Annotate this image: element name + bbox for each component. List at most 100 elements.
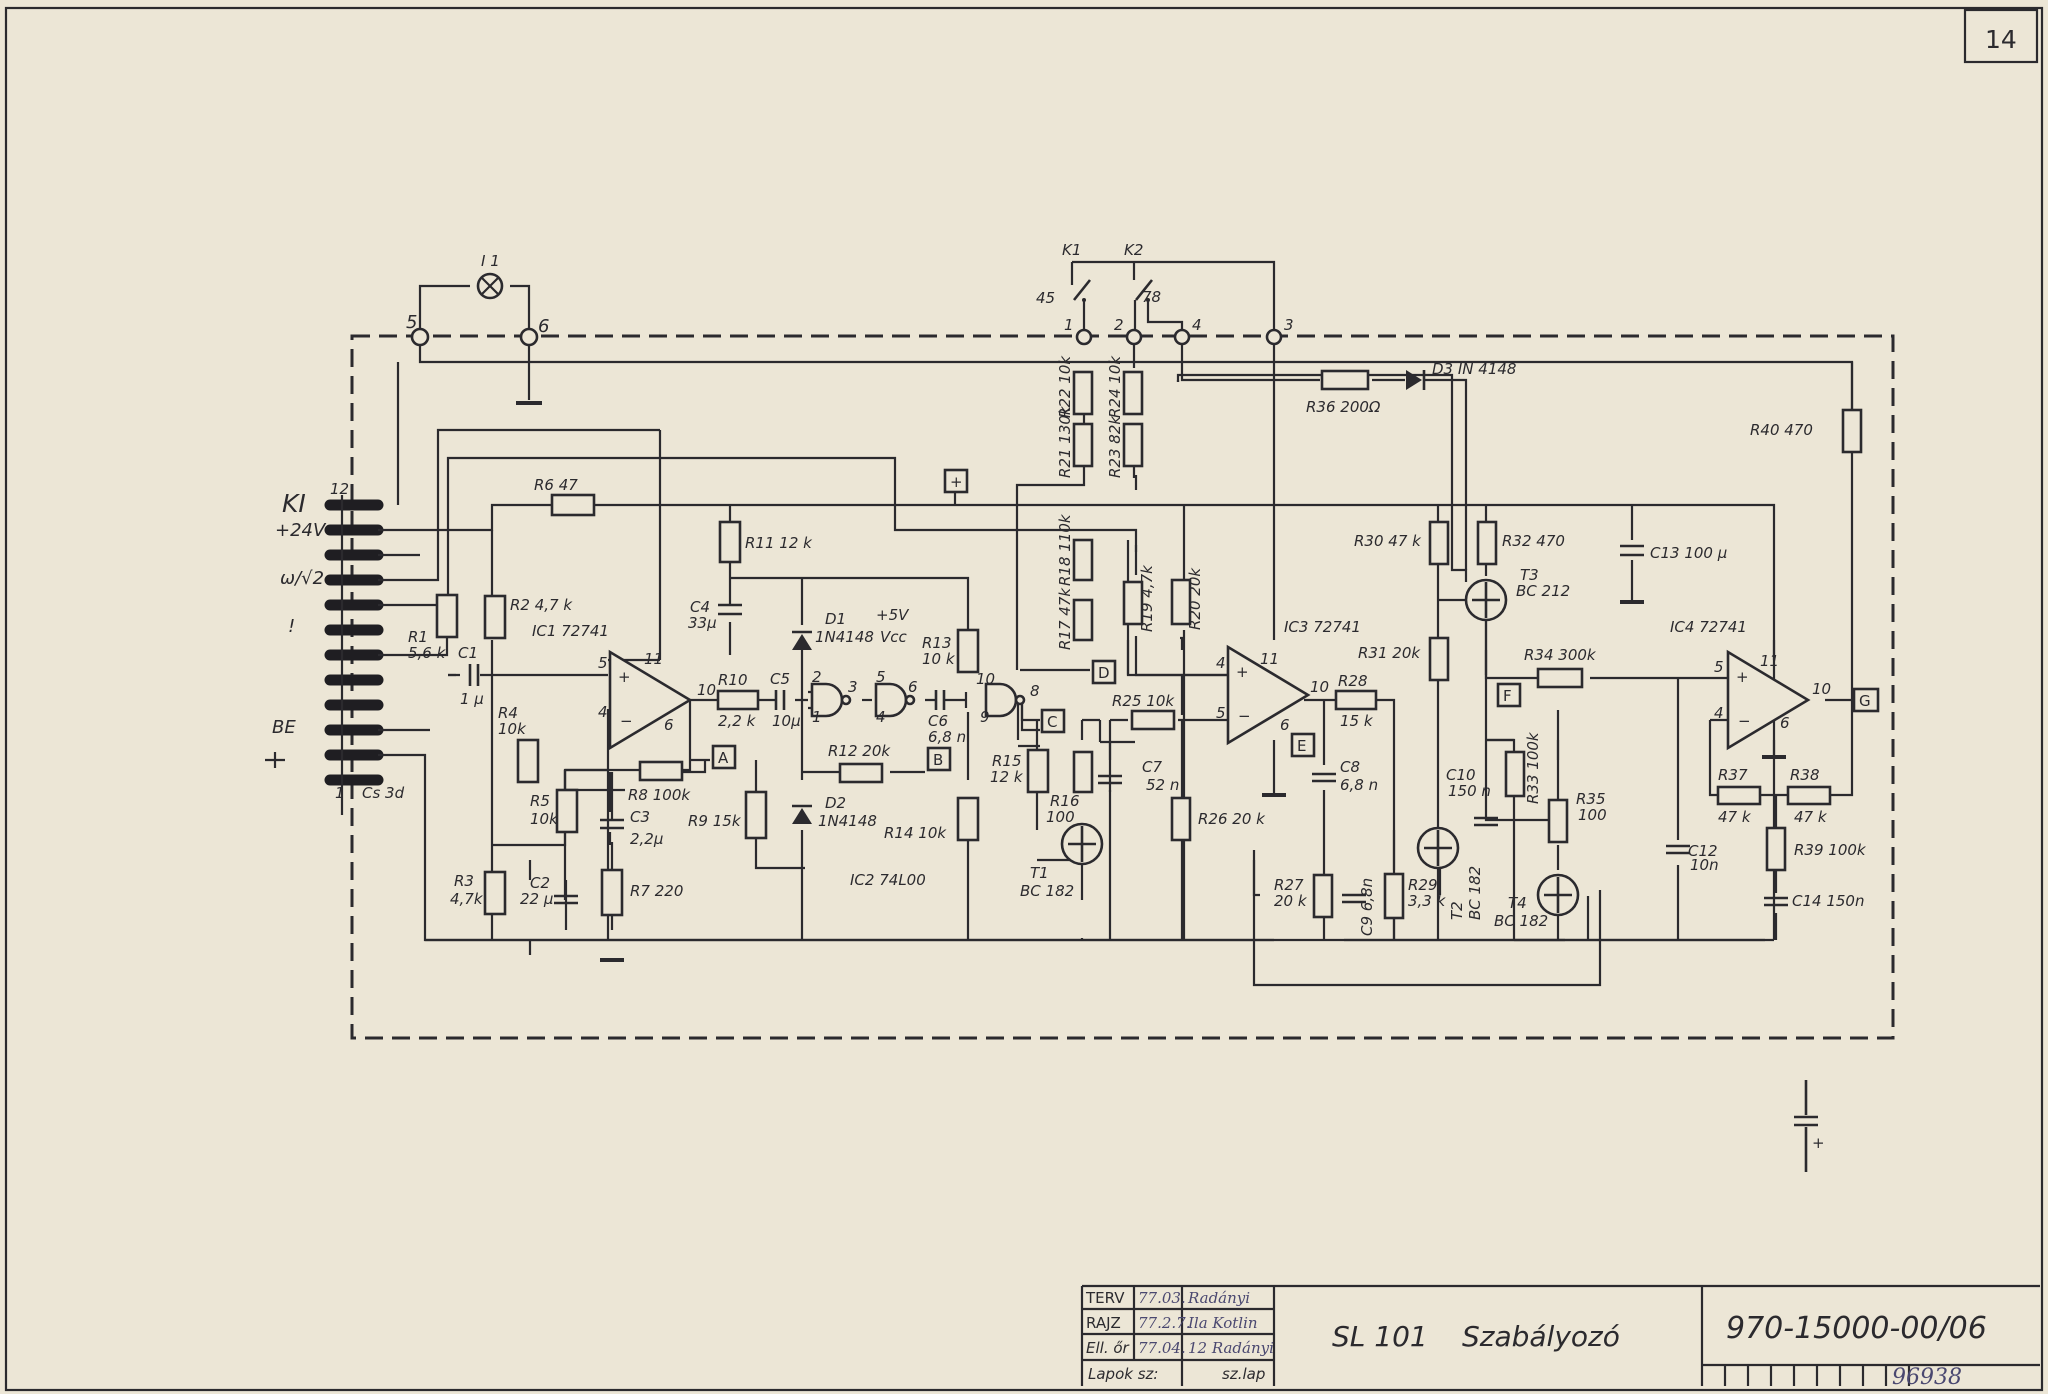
- c13-label: C13 100 µ: [1650, 544, 1727, 562]
- terminal-1-label: 1: [1064, 316, 1074, 334]
- c6-label: C6: [928, 712, 948, 730]
- ic2-pin-4: 4: [876, 708, 886, 726]
- ic1-pin-10: 10: [697, 681, 716, 699]
- r17-label: R17 47k: [1056, 587, 1074, 650]
- resistor-r1: [435, 593, 459, 639]
- c9-label: C9 6,8n: [1358, 878, 1376, 936]
- r19-label: R19 4,7k: [1138, 564, 1156, 632]
- k1-label: K1: [1062, 241, 1081, 259]
- capacitor-c2: [554, 894, 578, 905]
- c12-label: C12: [1688, 842, 1718, 860]
- tb-lapok: Lapok sz:: [1088, 1365, 1158, 1383]
- capacitor-c7: [1098, 774, 1122, 785]
- r35-label: R35: [1576, 790, 1606, 808]
- ic2-pin-5: 5: [876, 668, 886, 686]
- module-boundary: [350, 334, 1895, 1040]
- capacitor-legend-plus: +: [1812, 1134, 1825, 1152]
- resistor-r12: [838, 762, 884, 784]
- connector-type: Cs 3d: [362, 784, 405, 802]
- t3-value: BC 212: [1516, 582, 1570, 600]
- test-points: A B C D E F G +: [711, 468, 1880, 772]
- c4-label: C4: [690, 598, 710, 616]
- tb-date-terv: 77.03.: [1138, 1289, 1186, 1307]
- r12-label: R12 20k: [828, 742, 891, 760]
- resistor-r37: [1716, 785, 1762, 806]
- transistor-t2: [1416, 826, 1460, 870]
- ic4-pin-5: 5: [1714, 658, 1724, 676]
- terminal-3-label: 3: [1284, 316, 1294, 334]
- connector-name: KI: [282, 489, 306, 518]
- r31-label: R31 20k: [1358, 644, 1421, 662]
- ic1-pin-5: 5: [598, 654, 608, 672]
- page-number: 14: [1985, 25, 2017, 54]
- connector-label-be: BE: [272, 717, 296, 738]
- test-point-f: F: [1503, 687, 1512, 705]
- resistor-r5: [555, 788, 579, 834]
- resistor-r36: [1320, 369, 1370, 391]
- t2-value: BC 182: [1466, 866, 1484, 920]
- capacitor-c13: [1620, 544, 1644, 557]
- transistor-t1: [1060, 822, 1104, 866]
- ic3-pin-6: 6: [1280, 716, 1290, 734]
- k2-label: K2: [1124, 241, 1143, 259]
- r28-label: R28: [1338, 672, 1368, 690]
- resistors: [435, 369, 1863, 920]
- r3-value: 4,7k: [450, 890, 484, 908]
- ic2-pin-6: 6: [908, 678, 918, 696]
- r37-label: R37: [1718, 766, 1748, 784]
- resistor-r29: [1383, 872, 1405, 920]
- t3-label: T3: [1520, 566, 1539, 584]
- capacitor-c8: [1312, 772, 1336, 783]
- resistor-r15: [1026, 748, 1050, 794]
- lamp-label: I 1: [481, 252, 500, 270]
- resistor-r40: [1841, 408, 1863, 454]
- d1-label: D1: [825, 610, 846, 628]
- r26-label: R26 20 k: [1198, 810, 1266, 828]
- tb-date-ell: 77.04.: [1138, 1339, 1186, 1357]
- capacitor-c10: [1474, 816, 1498, 827]
- resistor-r4: [516, 738, 540, 784]
- connector-ki: KI 12 1 Cs 3d +24V ω/√2 ! BE: [265, 480, 405, 815]
- tb-szlap: sz.lap: [1222, 1365, 1265, 1383]
- r9-label: R9 15k: [688, 812, 742, 830]
- r2-label: R2 4,7 k: [510, 596, 573, 614]
- tb-sign-ell: 12 Radányi: [1188, 1339, 1274, 1357]
- diodes: D1 1N4148 D2 1N4148 D3 IN 4148 +5V Vcc: [792, 360, 1516, 830]
- c14-label: C14 150n: [1792, 892, 1864, 910]
- test-point-c-box: [1040, 708, 1066, 734]
- ic1-label: IC1 72741: [532, 622, 609, 640]
- title-block: TERV RAJZ Ell. őr 77.03. 77.2.7. 77.04. …: [1080, 1284, 2040, 1390]
- r21-label: R21 130k: [1056, 405, 1074, 478]
- resistor-r18: [1072, 538, 1094, 582]
- r27-label: R27: [1274, 876, 1304, 894]
- terminal-5-label: 5: [406, 312, 417, 333]
- r1-value: 5,6 k: [408, 644, 447, 662]
- connector-pin-bottom: 1: [335, 784, 345, 802]
- c2-value: 22 µ: [520, 890, 553, 908]
- r18-label: R18 110k: [1056, 513, 1074, 586]
- resistor-r2: [483, 594, 507, 640]
- r38-value: 47 k: [1794, 808, 1828, 826]
- lamp-i1: I 1: [476, 252, 504, 300]
- t1-value: BC 182: [1020, 882, 1074, 900]
- ic4-pin-10: 10: [1812, 680, 1831, 698]
- ic2-pin-2: 2: [812, 668, 822, 686]
- resistor-labels: R1 5,6 k R2 4,7 k R3 4,7k R4 10k R5 10k …: [408, 355, 1867, 910]
- supply-vcc: Vcc: [880, 628, 908, 646]
- terminal-5: [410, 327, 430, 347]
- c8-value: 6,8 n: [1340, 776, 1378, 794]
- c8-label: C8: [1340, 758, 1360, 776]
- t4-label: T4: [1508, 894, 1527, 912]
- r30-label: R30 47 k: [1354, 532, 1422, 550]
- r10-label: R10: [718, 671, 748, 689]
- capacitor-c1: [468, 664, 480, 686]
- resistor-r34: [1536, 667, 1584, 689]
- resistor-r9: [744, 790, 768, 840]
- test-point-g-box: [1852, 687, 1880, 713]
- d2-value: 1N4148: [818, 812, 877, 830]
- test-point-d-box: [1091, 659, 1117, 685]
- r4-value: 10k: [498, 720, 527, 738]
- tb-role-ell: Ell. őr: [1086, 1339, 1130, 1357]
- ic2-pin-3: 3: [848, 678, 858, 696]
- r38-label: R38: [1790, 766, 1820, 784]
